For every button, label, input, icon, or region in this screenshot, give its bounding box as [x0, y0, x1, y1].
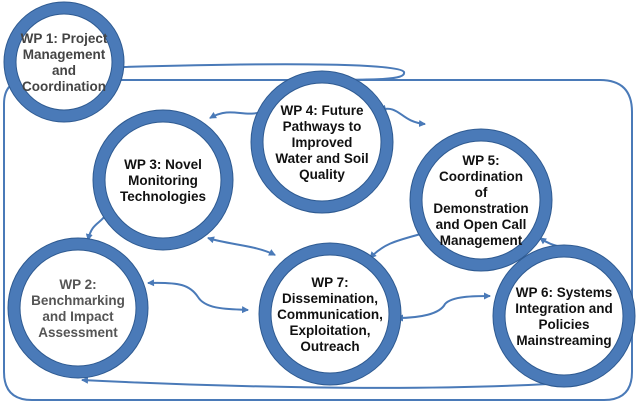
node-label-line: WP 7:	[311, 275, 348, 290]
arrow-wp6-wp2	[81, 376, 549, 389]
node-label-line: and Impact	[42, 309, 114, 324]
node-ring	[410, 129, 552, 271]
node-ring	[259, 243, 401, 385]
node-label-line: Dissemination,	[282, 291, 378, 306]
node-label-line: Mainstreaming	[516, 333, 611, 348]
project-container-boundary	[3, 79, 633, 401]
node-label-line: Communication,	[277, 307, 383, 322]
node-wp7: WP 7:Dissemination,Communication,Exploit…	[258, 242, 402, 386]
node-ring	[4, 2, 124, 122]
node-label-line: Policies	[538, 317, 589, 332]
node-label-line: Management	[440, 233, 523, 248]
node-ring-outer-edge	[492, 244, 636, 388]
node-label-line: Management	[23, 47, 106, 62]
node-ring-outer-edge	[92, 109, 234, 251]
node-ring-inner-edge	[262, 82, 382, 202]
node-ring	[8, 238, 148, 378]
arrow-wp1-container	[123, 63, 406, 84]
node-ring	[493, 245, 635, 387]
node-label-line: Quality	[299, 167, 345, 182]
node-ring	[251, 71, 393, 213]
node-ring-inner-edge	[421, 140, 541, 260]
node-ring-inner-edge	[270, 254, 390, 374]
node-label-line: Benchmarking	[31, 293, 125, 308]
node-ring-inner-edge	[104, 121, 222, 239]
node-ring-outer-edge	[258, 242, 402, 386]
node-label-line: of	[475, 185, 488, 200]
node-ring-outer-edge	[409, 128, 553, 272]
node-label-line: Exploitation,	[290, 323, 371, 338]
node-label-line: Assessment	[38, 325, 118, 340]
node-label-line: WP 2:	[59, 277, 96, 292]
node-label-line: WP 4: Future	[280, 103, 363, 118]
arrow-wp2-wp7	[147, 279, 249, 314]
node-label-line: WP 5:	[462, 153, 499, 168]
node-ring-outer-edge	[250, 70, 394, 214]
node-label-line: WP 6: Systems	[516, 285, 613, 300]
node-label-line: Outreach	[300, 339, 359, 354]
node-label-line: Coordination	[22, 79, 106, 94]
node-label-line: and	[52, 63, 76, 78]
node-label-line: and Open Call	[436, 217, 527, 232]
node-ring-inner-edge	[15, 13, 113, 111]
node-label-line: Demonstration	[433, 201, 528, 216]
node-label-line: WP 1: Project	[21, 31, 108, 46]
node-ring-outer-edge	[7, 237, 149, 379]
node-label-line: Integration and	[515, 301, 613, 316]
node-ring-outer-edge	[3, 1, 125, 123]
node-label-line: Improved	[292, 135, 353, 150]
arrow-wp7-wp6	[396, 292, 491, 322]
node-label-line: Pathways to	[283, 119, 362, 134]
node-label-line: Coordination	[439, 169, 523, 184]
node-label-line: Monitoring	[128, 173, 198, 188]
node-label-line: WP 3: Novel	[124, 157, 202, 172]
node-label-line: Technologies	[120, 189, 206, 204]
node-ring-inner-edge	[19, 249, 137, 367]
node-ring	[93, 110, 233, 250]
node-ring-inner-edge	[504, 256, 624, 376]
node-label-line: Water and Soil	[275, 151, 368, 166]
arrow-wp3-wp7	[207, 236, 276, 256]
